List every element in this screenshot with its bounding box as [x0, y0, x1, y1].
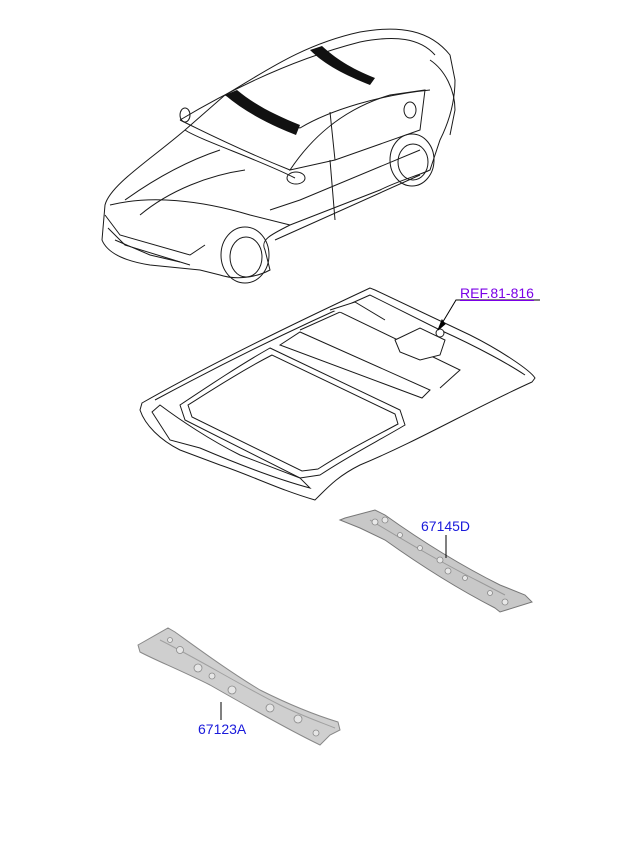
ref-label-81-816[interactable]: REF.81-816 [460, 285, 534, 301]
roof-highlight-strips [225, 46, 375, 135]
rear-roof-rail-part [338, 509, 533, 613]
car-illustration [101, 28, 456, 284]
front-roof-rail-part [137, 627, 341, 746]
leader-lines [220, 299, 540, 720]
part-label-67145d[interactable]: 67145D [421, 518, 471, 534]
roof-panel [139, 287, 536, 501]
part-label-67123a[interactable]: 67123A [198, 721, 247, 737]
